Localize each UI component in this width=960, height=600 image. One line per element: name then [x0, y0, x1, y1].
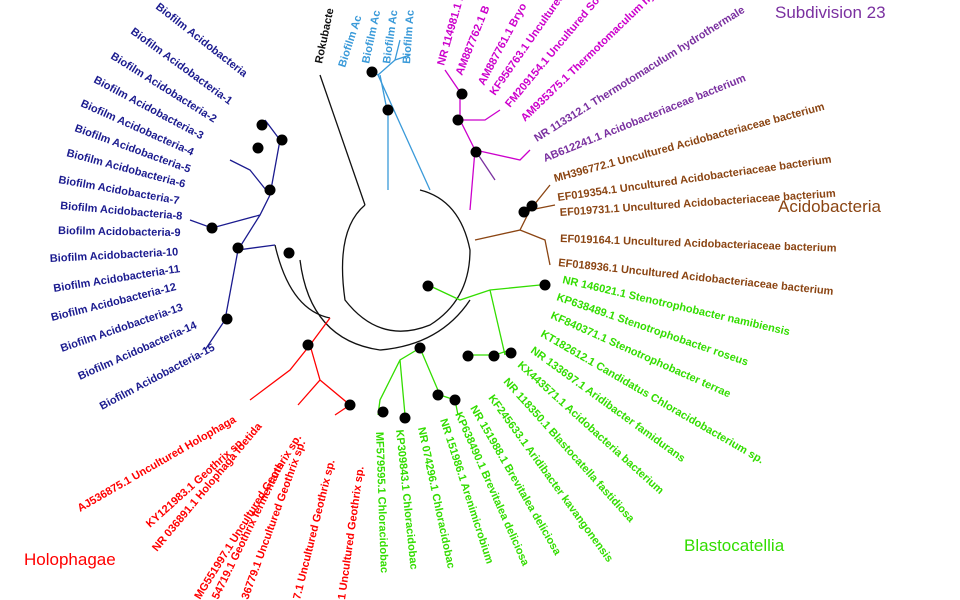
bootstrap-nodes	[206, 66, 551, 424]
branch	[427, 284, 541, 356]
tip-label: Biofilm Ac	[381, 9, 400, 64]
tip-label: Biofilm Acidobacteria-9	[58, 225, 181, 239]
bootstrap-node	[526, 200, 538, 212]
tip-label: Biofilm Ac	[401, 10, 417, 65]
tip-label: MF579595.1 Chloracidobac	[373, 432, 390, 574]
bootstrap-node	[505, 347, 517, 359]
tip-label: KP309843.1 Chloracidobac	[393, 429, 420, 570]
bootstrap-node	[377, 406, 389, 418]
clade-label-holophagae: Holophagae	[24, 550, 116, 569]
bootstrap-node	[470, 146, 482, 158]
bootstrap-node	[456, 88, 468, 100]
bootstrap-node	[232, 242, 244, 254]
bootstrap-node	[252, 142, 264, 154]
branch	[341, 189, 471, 332]
bootstrap-node	[432, 389, 444, 401]
navy-tip-labels: Biofilm Acidobacteria Biofilm Acidobacte…	[50, 1, 250, 413]
branch	[299, 259, 471, 351]
bootstrap-node	[539, 279, 551, 291]
bootstrap-node	[366, 66, 378, 78]
bootstrap-node	[221, 313, 233, 325]
branch	[274, 244, 331, 319]
bootstrap-node	[276, 134, 288, 146]
bootstrap-node	[382, 104, 394, 116]
branch	[319, 74, 366, 206]
branch	[377, 74, 431, 191]
bootstrap-node	[302, 339, 314, 351]
bootstrap-node	[462, 350, 474, 362]
branch	[474, 184, 556, 266]
clade-label-blastocatellia: Blastocatellia	[684, 536, 785, 555]
bootstrap-node	[449, 394, 461, 406]
bootstrap-node	[344, 399, 356, 411]
tip-label: Biofilm Acidobacteria-15	[98, 342, 217, 413]
magenta-tip-labels: NR 114981.1 B AM887762.1 B AM887761.1 Br…	[435, 0, 682, 124]
bootstrap-node	[488, 350, 500, 362]
tip-label: 7.1 Uncultured Geothrix sp.	[291, 458, 337, 600]
bootstrap-node	[414, 342, 426, 354]
bootstrap-node	[264, 184, 276, 196]
tip-label-rokubacteria: Rokubacte	[313, 7, 336, 65]
clade-label-acidobacteria: Acidobacteria	[778, 197, 882, 216]
bootstrap-node	[518, 206, 530, 218]
tip-label: 1 Uncultured Geothrix sp.	[336, 466, 367, 600]
branch	[377, 347, 459, 416]
branch	[249, 317, 352, 416]
bootstrap-node	[452, 114, 464, 126]
bootstrap-node	[206, 222, 218, 234]
branch	[204, 119, 281, 351]
bootstrap-node	[399, 412, 411, 424]
bootstrap-node	[256, 119, 268, 131]
bootstrap-node	[283, 247, 295, 259]
bootstrap-node	[422, 280, 434, 292]
brown-tip-labels: MH396772.1 Uncultured Acidobacteriaceae …	[553, 101, 837, 298]
red-tip-labels: AJ536875.1 Uncultured Holophaga KY121983…	[76, 413, 367, 600]
blue-tip-labels: Biofilm Ac Biofilm Ac Biofilm Ac Biofilm…	[336, 9, 416, 69]
tip-label: Biofilm Acidobacteria	[153, 1, 250, 80]
tip-label: Biofilm Acidobacteria-10	[50, 246, 179, 265]
green-tip-labels: NR 146021.1 Stenotrophobacter namibiensi…	[373, 274, 791, 573]
clade-label-subdivision-23: Subdivision 23	[775, 3, 886, 22]
tree-branches	[189, 39, 556, 416]
tip-label: EF019164.1 Uncultured Acidobacteriaceae …	[560, 233, 837, 255]
